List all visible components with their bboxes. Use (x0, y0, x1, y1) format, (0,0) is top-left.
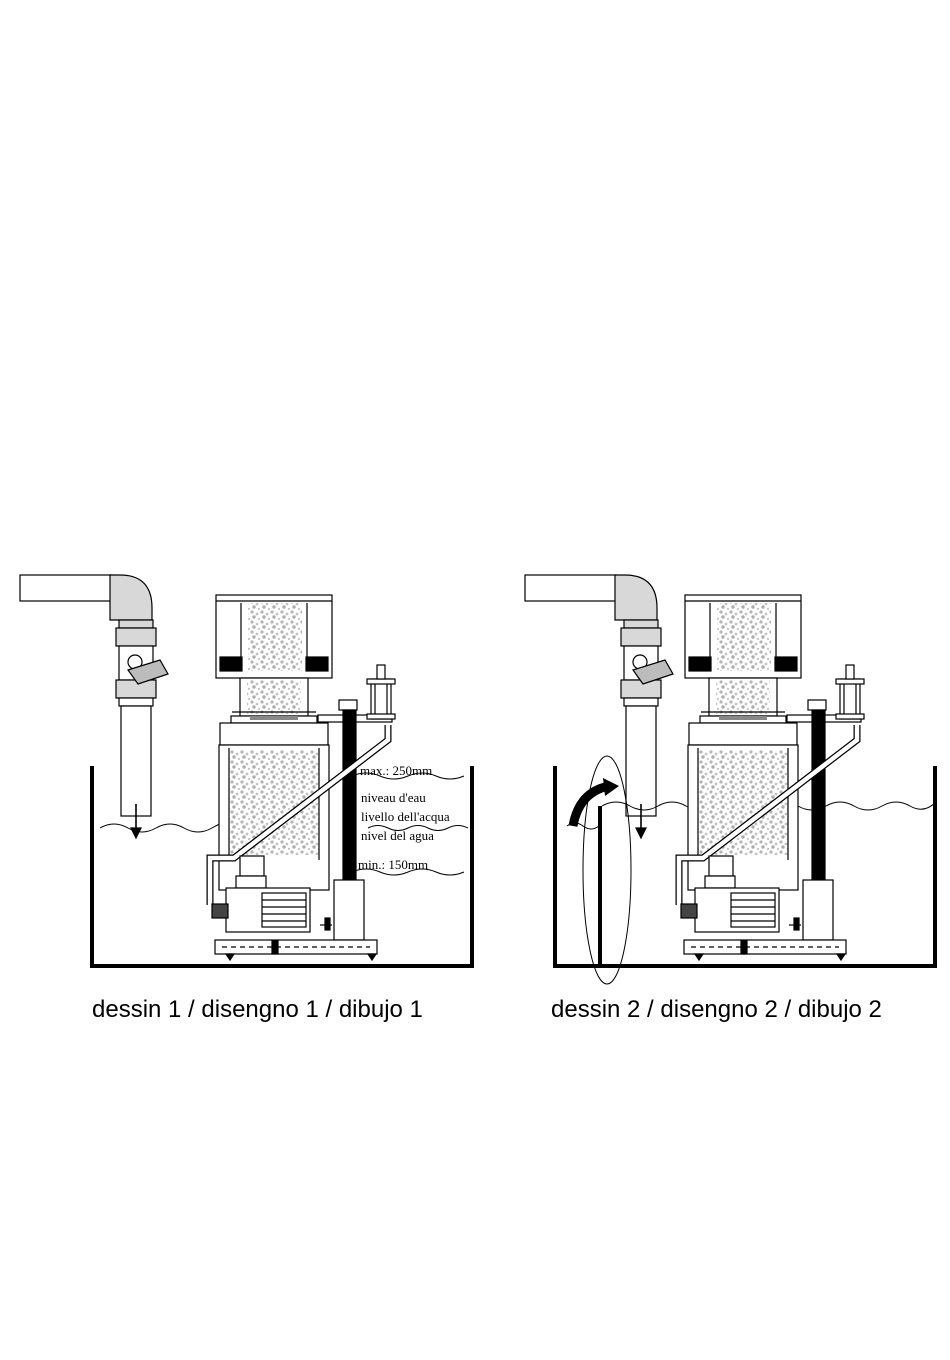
caption-drawing-1: dessin 1 / disengno 1 / dibujo 1 (92, 996, 423, 1024)
label-max-level: max.: 250mm (360, 763, 432, 778)
protein-skimmer-2 (679, 595, 864, 960)
overflow-arrow-icon (573, 786, 609, 826)
label-min-level: min.: 150mm (358, 857, 428, 872)
feed-pipe-with-valve-2 (525, 575, 673, 838)
caption-drawing-2: dessin 2 / disengno 2 / dibujo 2 (551, 996, 882, 1024)
water-surface-1 (100, 823, 226, 832)
label-water-level-fr: niveau d'eau (361, 790, 426, 805)
label-water-level-it: livello dell'acqua (361, 809, 450, 824)
label-water-level-es: nivel del agua (361, 828, 434, 843)
drawing-1: max.: 250mm niveau d'eau livello dell'ac… (20, 575, 472, 966)
drawing-2 (525, 575, 936, 984)
